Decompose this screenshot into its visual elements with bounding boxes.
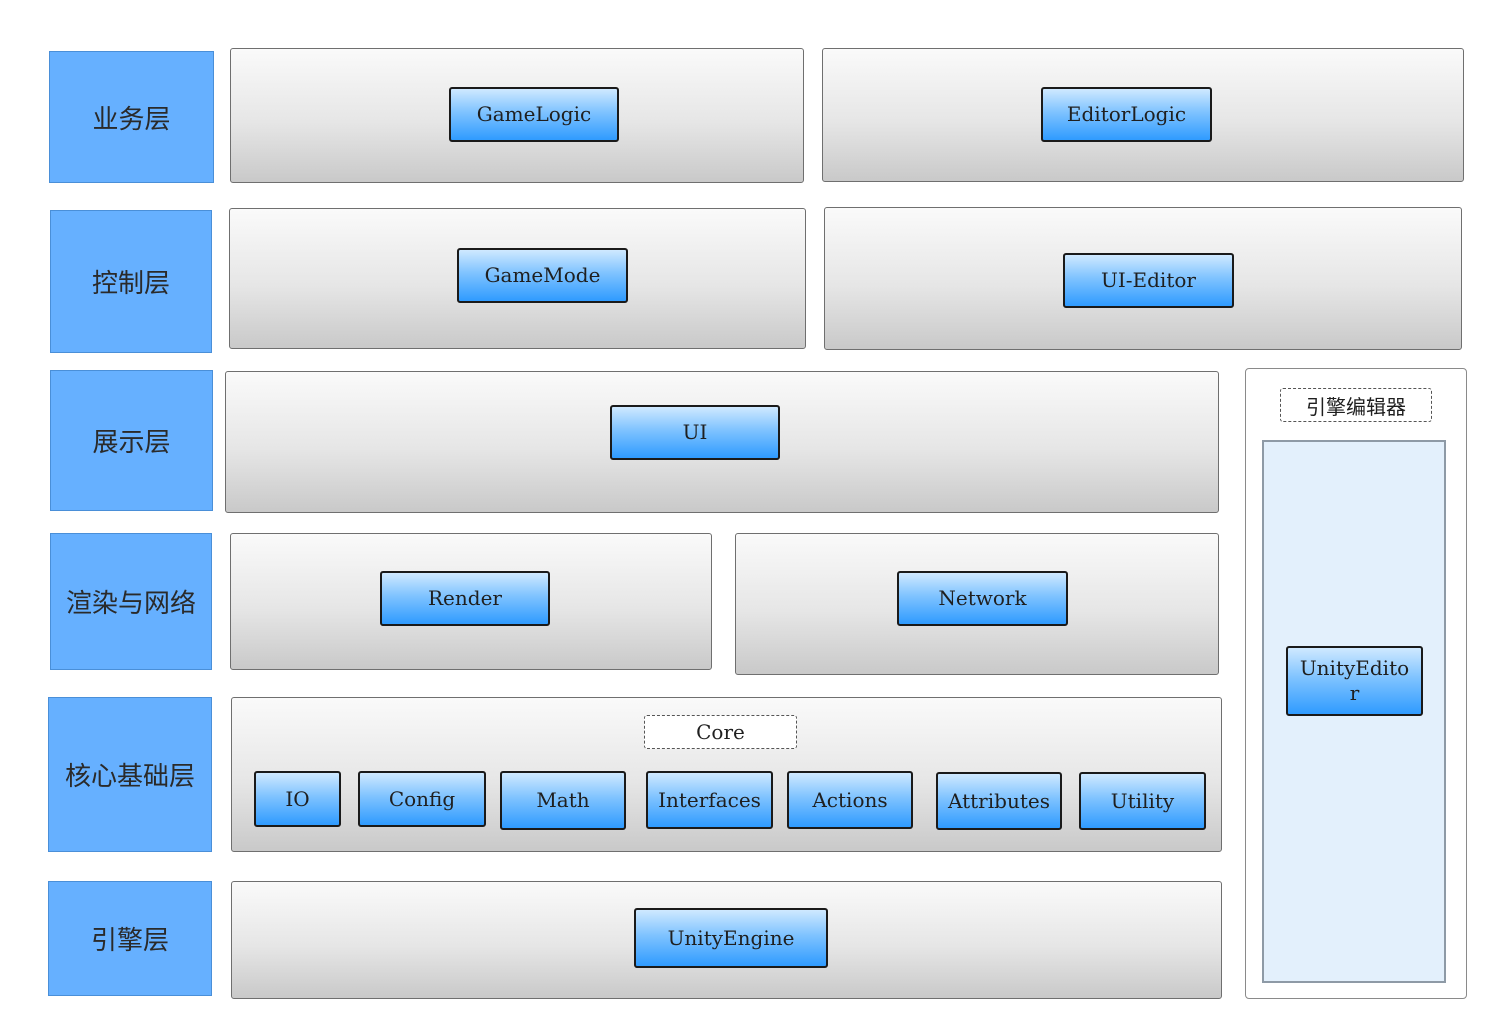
layer-label-presentation: 展示层	[50, 370, 213, 511]
core-module-utility[interactable]: Utility	[1079, 772, 1206, 830]
node-unity-engine[interactable]: UnityEngine	[634, 908, 828, 968]
core-module-interfaces[interactable]: Interfaces	[646, 771, 773, 829]
layer-label-business: 业务层	[49, 51, 214, 183]
engine-editor-title: 引擎编辑器	[1280, 388, 1432, 422]
core-module-math[interactable]: Math	[500, 771, 626, 830]
core-group-title: Core	[644, 715, 797, 749]
node-ui-editor[interactable]: UI-Editor	[1063, 253, 1234, 308]
core-module-attributes[interactable]: Attributes	[936, 772, 1062, 830]
node-render[interactable]: Render	[380, 571, 550, 626]
node-game-mode[interactable]: GameMode	[457, 248, 628, 303]
layer-label-core-foundation: 核心基础层	[48, 697, 212, 852]
node-unity-editor[interactable]: UnityEdito r	[1286, 646, 1423, 716]
core-module-actions[interactable]: Actions	[787, 771, 913, 829]
layer-label-control: 控制层	[50, 210, 212, 353]
core-module-io[interactable]: IO	[254, 771, 341, 827]
layer-label-engine: 引擎层	[48, 881, 212, 996]
layer-label-render-network: 渲染与网络	[50, 533, 212, 670]
node-game-logic[interactable]: GameLogic	[449, 87, 619, 142]
node-network[interactable]: Network	[897, 571, 1068, 626]
core-module-config[interactable]: Config	[358, 771, 486, 827]
node-ui[interactable]: UI	[610, 405, 780, 460]
node-editor-logic[interactable]: EditorLogic	[1041, 87, 1212, 142]
